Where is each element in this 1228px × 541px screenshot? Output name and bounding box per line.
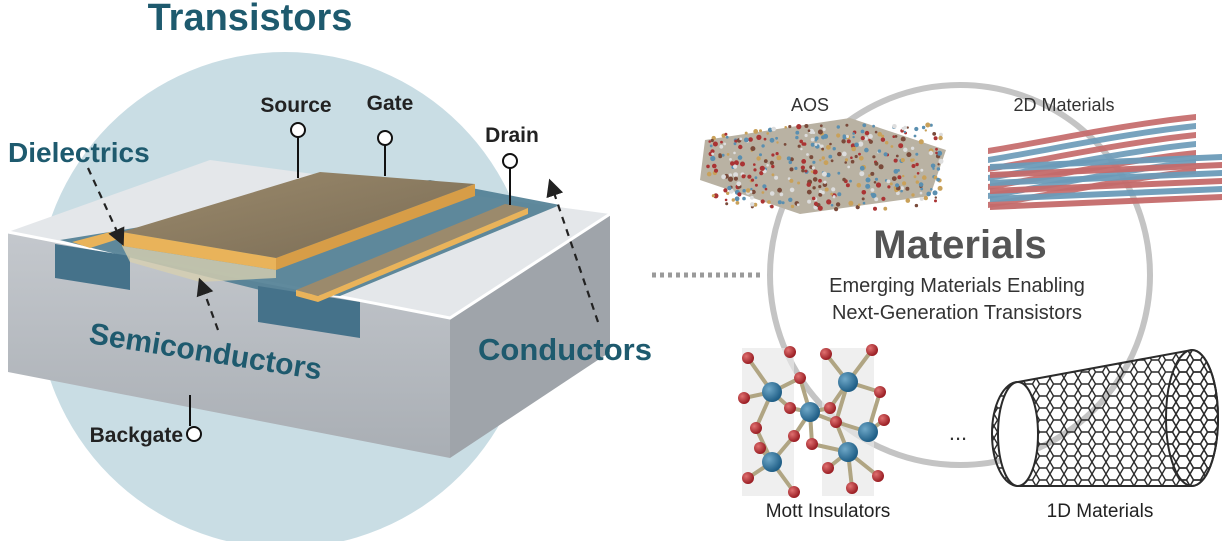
materials-title: Materials <box>873 223 1046 267</box>
dielectrics-label: Dielectrics <box>8 137 150 168</box>
aos-icon <box>700 118 946 214</box>
terminal-source: Source <box>260 94 332 178</box>
substrate-front <box>8 232 450 458</box>
aos-material: AOS <box>700 95 946 214</box>
terminal-gate: Gate <box>367 92 414 176</box>
aos-atoms <box>706 122 944 212</box>
mott-label: Mott Insulators <box>766 501 891 522</box>
drain-electrode-side <box>318 208 528 302</box>
gate-label: Gate <box>367 92 414 115</box>
materials-panel: Materials Emerging Materials Enabling Ne… <box>700 82 1222 522</box>
panel-title: Transistors <box>148 0 353 39</box>
backgate-label: Backgate <box>90 424 183 447</box>
drain-pin-icon <box>502 153 518 169</box>
drain-electrode-top <box>296 204 528 296</box>
conductors-label: Conductors <box>478 332 652 367</box>
materials-subtitle-1: Emerging Materials Enabling <box>829 275 1085 297</box>
conductors-arrow <box>546 178 600 323</box>
drain-label: Drain <box>485 124 539 147</box>
nanotube-icon <box>991 348 1219 487</box>
source-pin-icon <box>290 122 306 138</box>
1d-material: 1D Materials <box>991 348 1219 522</box>
right-recess <box>258 286 360 338</box>
transistor-panel: Transistors <box>7 0 652 541</box>
gate-front <box>122 232 276 270</box>
mott-material: Mott Insulators <box>738 344 890 522</box>
aos-label: AOS <box>791 95 829 115</box>
device-block <box>7 160 611 458</box>
materials-circle <box>767 82 1153 468</box>
source-label: Source <box>260 94 331 117</box>
terminal-backgate: Backgate <box>90 395 202 447</box>
mott-crystal-icon <box>738 344 890 498</box>
semiconductors-arrow <box>196 277 220 331</box>
2d-layers-icon <box>988 114 1222 210</box>
dielectric-layer <box>122 246 276 282</box>
more-ellipsis: ... <box>949 420 967 445</box>
substrate-side <box>450 214 610 458</box>
2d-material: 2D Materials <box>988 95 1222 210</box>
gate-top <box>122 172 475 258</box>
materials-subtitle-2: Next-Generation Transistors <box>832 302 1082 324</box>
left-recess <box>55 244 130 290</box>
terminal-drain: Drain <box>485 124 539 205</box>
backgate-pin-icon <box>186 426 202 442</box>
gate-side <box>276 184 475 270</box>
gate-pin-icon <box>377 130 393 146</box>
2d-label: 2D Materials <box>1013 95 1114 115</box>
1d-label: 1D Materials <box>1047 501 1154 522</box>
